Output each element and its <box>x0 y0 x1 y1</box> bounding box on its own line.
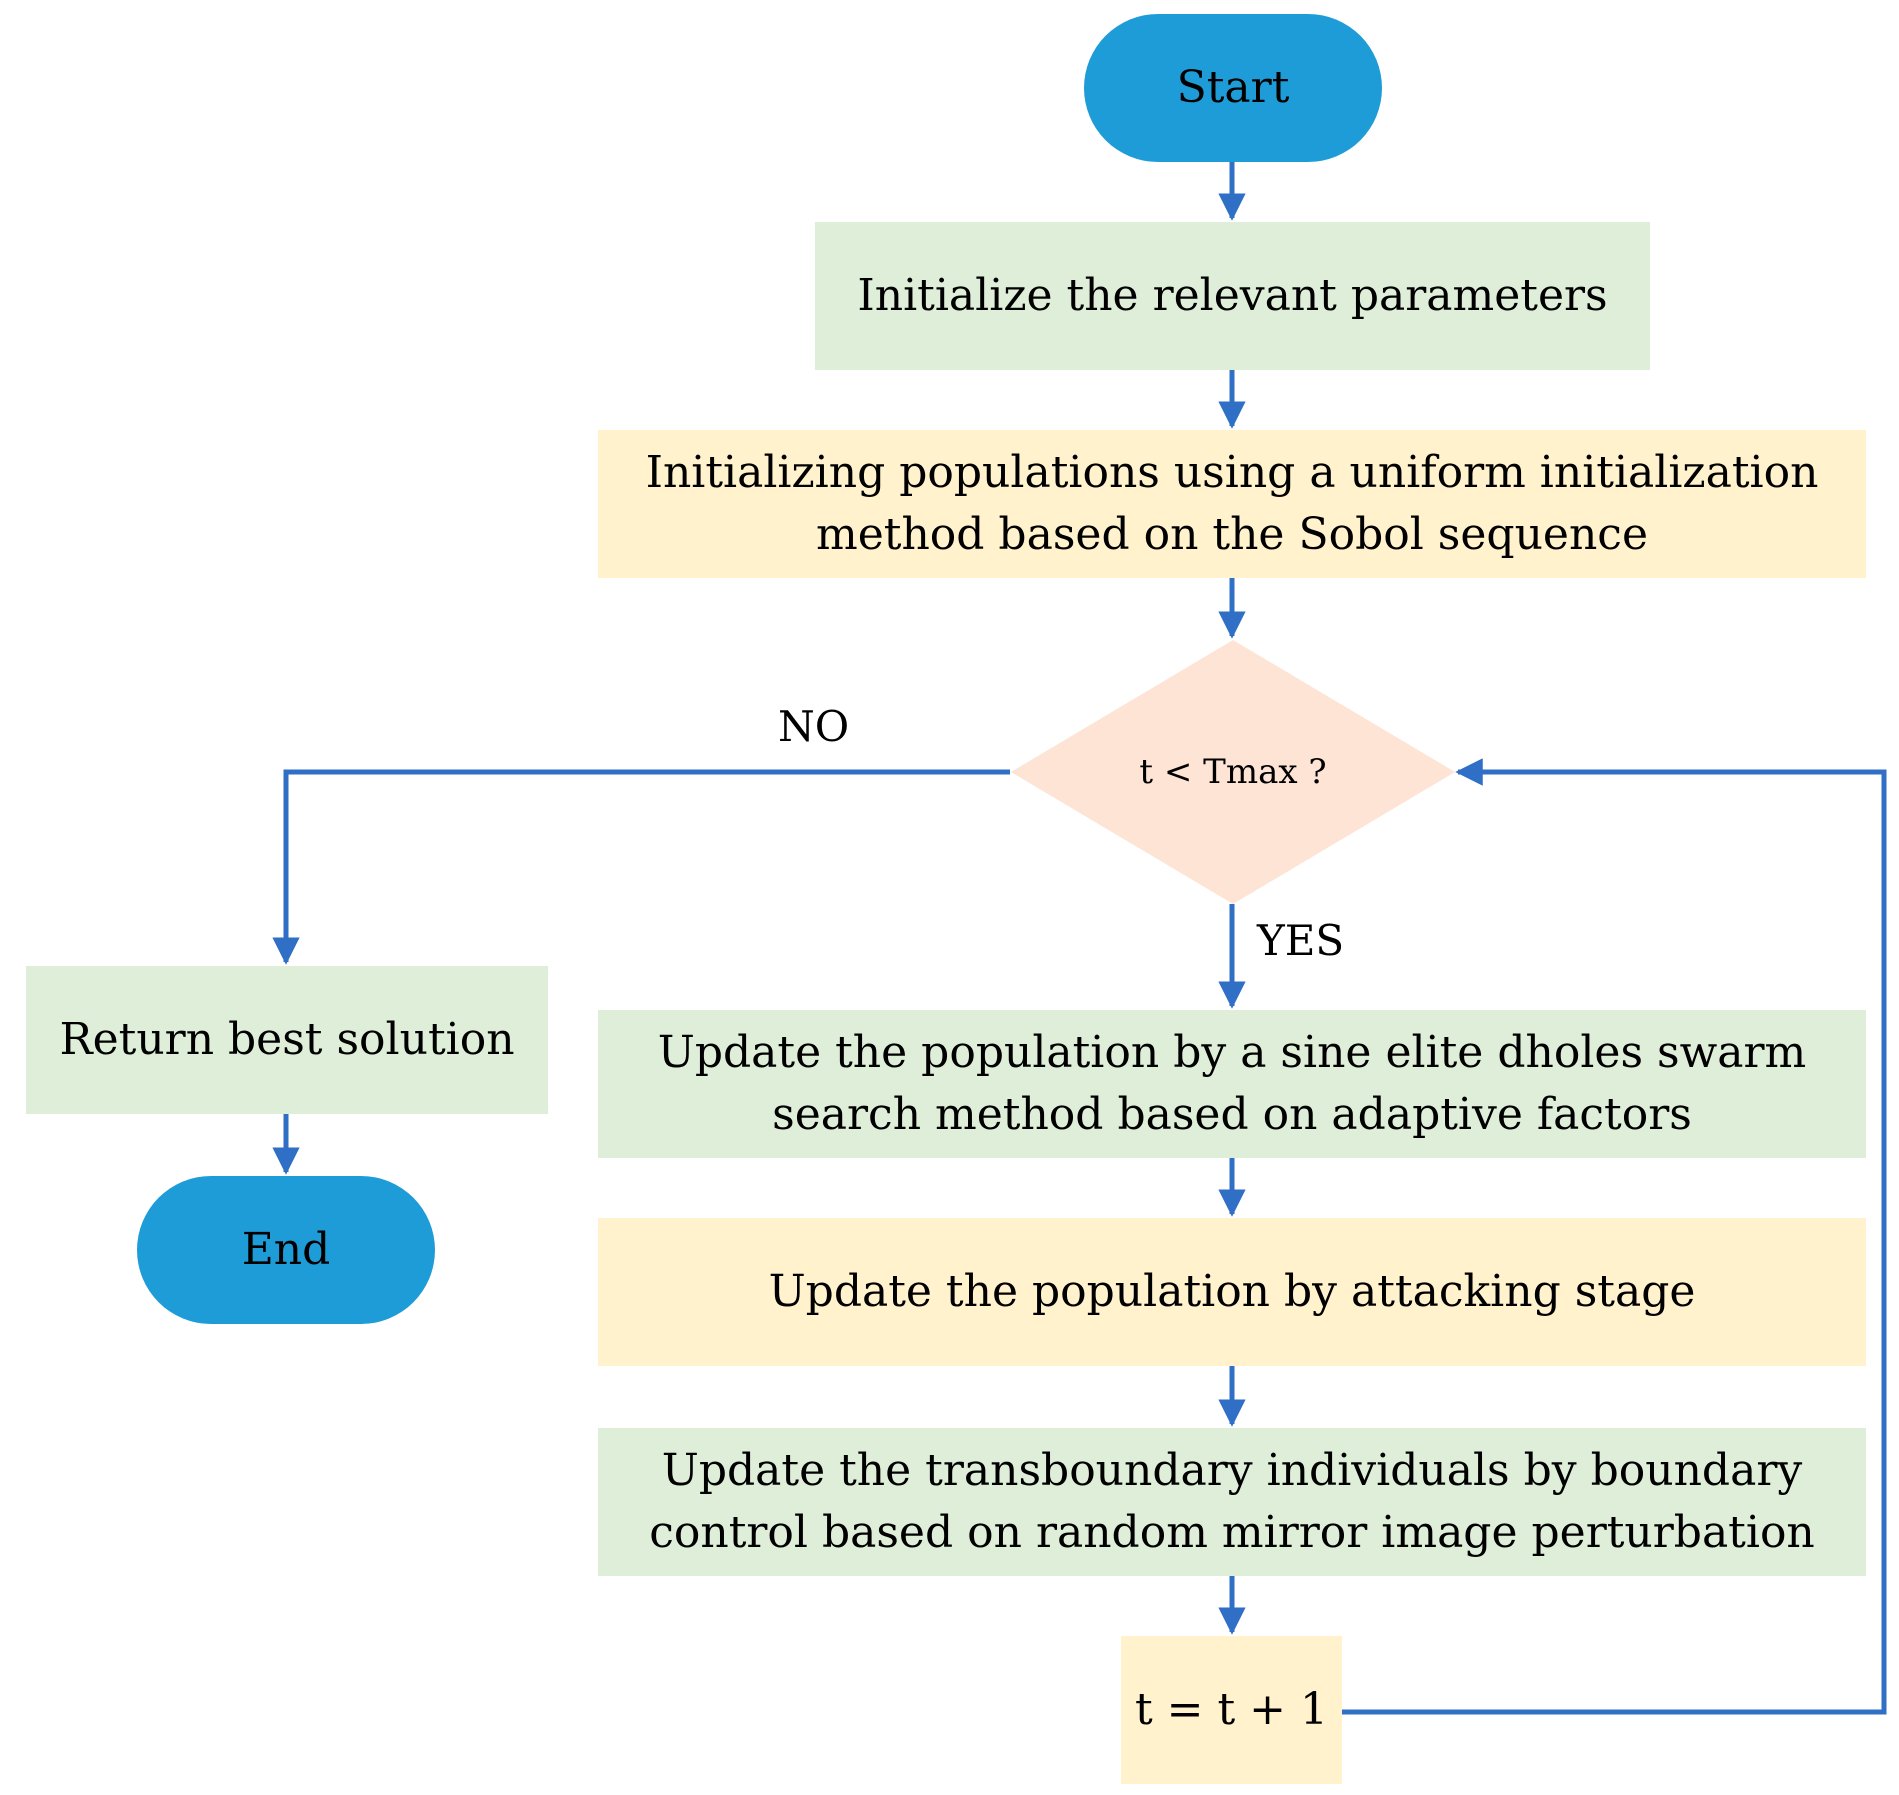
update-sine-line2: search method based on adaptive factors <box>772 1089 1692 1140</box>
init-population-box: Initializing populations using a uniform… <box>598 430 1866 578</box>
init-params-label: Initialize the relevant parameters <box>857 269 1608 321</box>
end-label: End <box>241 1223 331 1275</box>
end-terminal: End <box>137 1176 435 1324</box>
return-best-label: Return best solution <box>59 1013 515 1065</box>
start-label: Start <box>1176 61 1290 113</box>
update-boundary-line2: control based on random mirror image per… <box>649 1507 1815 1558</box>
no-label: NO <box>778 702 850 751</box>
increment-box: t = t + 1 <box>1121 1636 1342 1784</box>
increment-label: t = t + 1 <box>1134 1683 1329 1735</box>
decision-diamond <box>1011 640 1455 904</box>
init-population-line2: method based on the Sobol sequence <box>816 509 1648 560</box>
init-population-line1: Initializing populations using a uniform… <box>645 446 1819 498</box>
update-attack-box: Update the population by attacking stage <box>598 1218 1866 1366</box>
update-sine-line1: Update the population by a sine elite dh… <box>657 1026 1807 1078</box>
update-boundary-box: Update the transboundary individuals by … <box>598 1428 1866 1576</box>
return-best-box: Return best solution <box>26 966 548 1114</box>
decision-label: t < Tmax ? <box>1139 752 1327 792</box>
yes-label: YES <box>1257 916 1345 965</box>
update-attack-label: Update the population by attacking stage <box>768 1265 1696 1317</box>
init-params-box: Initialize the relevant parameters <box>815 222 1650 370</box>
update-sine-box: Update the population by a sine elite dh… <box>598 1010 1866 1158</box>
decision-label-wrap: t < Tmax ? <box>1060 740 1406 804</box>
start-terminal: Start <box>1084 14 1382 162</box>
arrow-loop-back <box>1342 758 1887 1715</box>
update-boundary-line1: Update the transboundary individuals by … <box>661 1444 1803 1496</box>
arrow-decision-no <box>272 769 1010 965</box>
